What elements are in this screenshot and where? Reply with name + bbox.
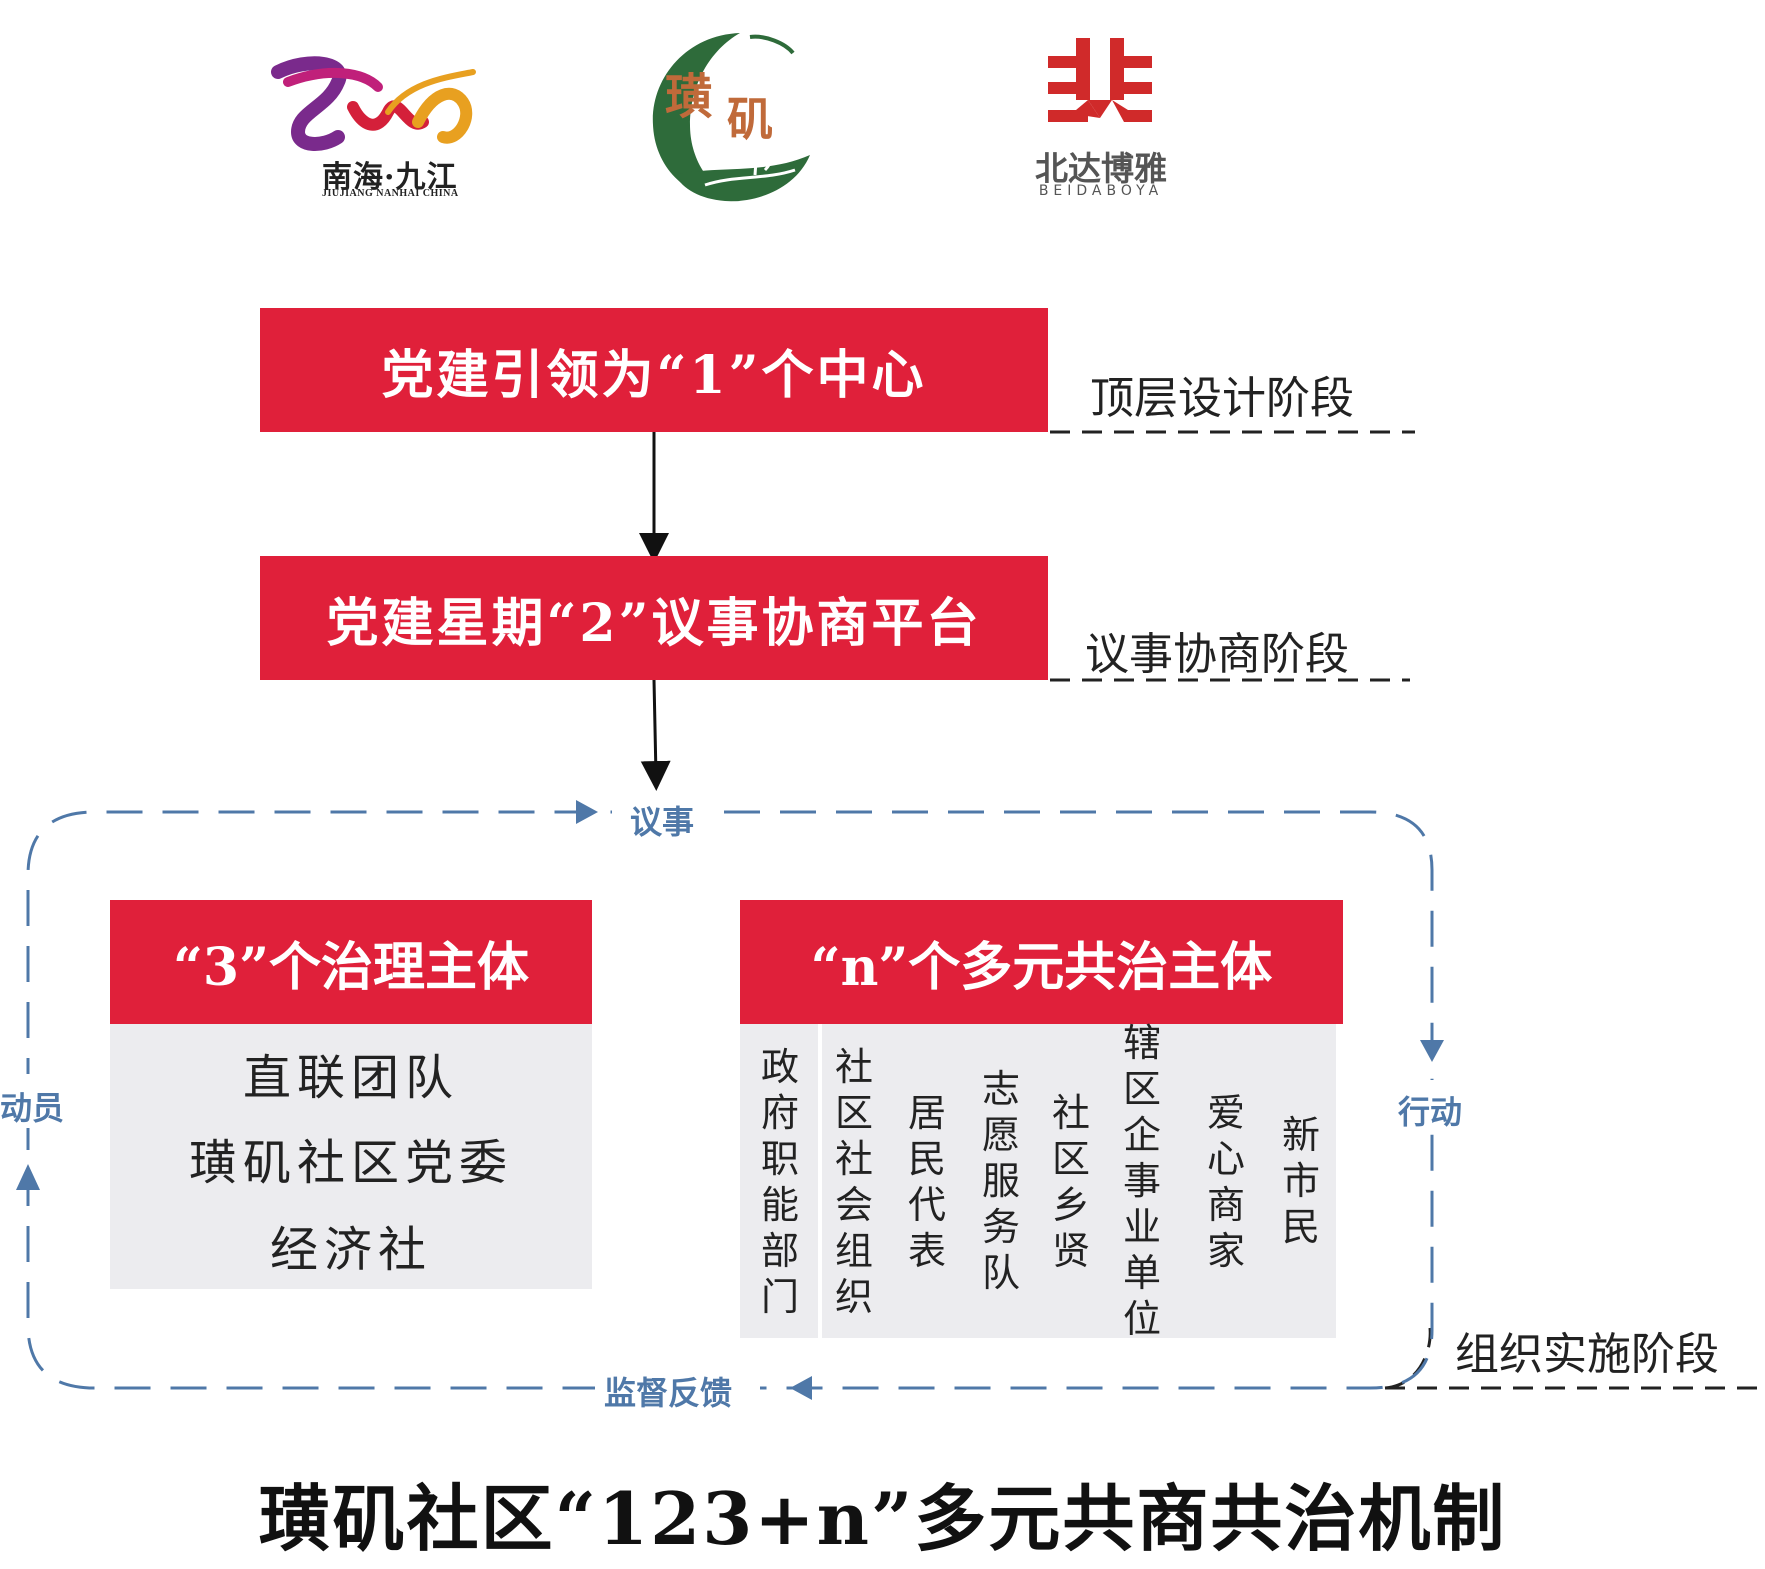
group3-item: 经济社 xyxy=(269,1222,432,1278)
groupN-item-vertical: 志愿服务队 xyxy=(981,1067,1020,1295)
gap-yishi xyxy=(612,796,722,828)
group3-title: “3”个治理主体 xyxy=(110,900,592,1024)
cycle-label-mobilize: 动员 xyxy=(0,1089,65,1127)
nanhai-logo-art xyxy=(271,56,476,151)
group3-item: 璜矶社区党委 xyxy=(188,1135,513,1191)
groupN-panel xyxy=(740,1024,1336,1338)
stage-implementation: 组织实施阶段 xyxy=(1455,1329,1719,1380)
beidaboya-logo-mark xyxy=(1048,38,1152,122)
cycle-arrow-right-icon xyxy=(576,800,598,824)
nanhai-logo-subtitle: JIUJIANG NANHAI CHINA xyxy=(322,188,459,199)
flow-box-platform: 党建星期“2”议事协商平台 xyxy=(260,556,1048,680)
svg-text:璜: 璜 xyxy=(665,69,713,125)
cycle-label-deliberate: 议事 xyxy=(630,803,695,841)
stage-deliberation: 议事协商阶段 xyxy=(1085,629,1349,680)
groupN-title: “n”个多元共治主体 xyxy=(740,900,1343,1024)
groupN-item-vertical: 社区社会组织 xyxy=(834,1045,873,1319)
page-title: 璜矶社区“123+n”多元共商共治机制 xyxy=(258,1476,1507,1561)
cycle-arrow-up-icon xyxy=(16,1164,40,1190)
stage-top-design: 顶层设计阶段 xyxy=(1090,373,1354,424)
gap-xingdong xyxy=(1404,1080,1460,1134)
nanhai-logo-name: 南海·九江 xyxy=(322,160,458,195)
cycle-arrow-left-icon xyxy=(790,1376,812,1400)
group3-panel xyxy=(110,1024,592,1289)
groupN-column-divider xyxy=(818,1024,822,1338)
beidaboya-logo-name: 北达博雅 xyxy=(1035,149,1167,188)
svg-text:矶: 矶 xyxy=(727,92,773,146)
arrow-box2-to-cycle xyxy=(640,679,671,791)
stage3-leader xyxy=(1384,1327,1432,1390)
flow-box-center: 党建引领为“1”个中心 xyxy=(260,308,1048,432)
groupN-item-vertical: 居民代表 xyxy=(907,1091,946,1273)
groupN-item-vertical: 爱心商家 xyxy=(1206,1091,1245,1273)
cycle-arrow-down-icon xyxy=(1420,1040,1444,1062)
beidaboya-logo-subtitle: BEIDABOYA xyxy=(1038,183,1164,199)
groupN-item-vertical: 政府职能部门 xyxy=(760,1045,799,1319)
cycle-label-supervise: 监督反馈 xyxy=(604,1374,733,1412)
gap-jiandu xyxy=(595,1370,760,1406)
cycle-label-action: 行动 xyxy=(1398,1093,1463,1131)
gap-dongyuan xyxy=(4,1074,60,1128)
groupN-item-vertical: 社区乡贤 xyxy=(1051,1091,1090,1273)
groupN-item-vertical: 辖区企事业单位 xyxy=(1122,1021,1161,1341)
group3-item: 直联团队 xyxy=(242,1050,459,1106)
groupN-item-vertical: 新市民 xyxy=(1281,1113,1320,1249)
huangji-logo: 璜 矶 xyxy=(652,33,810,202)
